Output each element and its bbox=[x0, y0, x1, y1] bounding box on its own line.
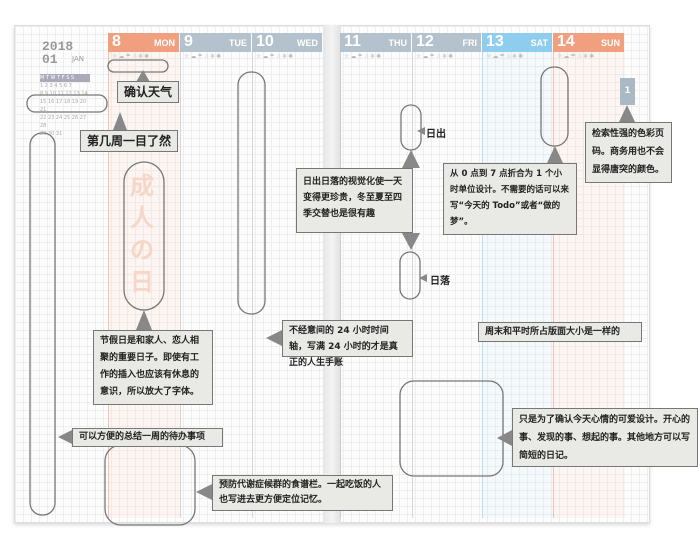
day-number: 13 bbox=[486, 33, 504, 50]
weather-icons[interactable]: ☼☁☂☃❄✱ bbox=[486, 53, 525, 60]
sunrise-label: 日出 bbox=[426, 129, 446, 140]
day-number: 9 bbox=[184, 33, 193, 50]
timeline-axis bbox=[252, 33, 253, 518]
weather-icons[interactable]: ☼☁☂☃❄✱ bbox=[416, 53, 455, 60]
annotation-color-tab: 检索性强的色彩页码。商务用也不会显得唐突的颜色。 bbox=[585, 122, 672, 183]
timeline-axis bbox=[340, 33, 341, 518]
day-name: TUE bbox=[229, 38, 247, 48]
weather-icons[interactable]: ☼☁☂☃❄✱ bbox=[557, 53, 596, 60]
sunrise-highlight bbox=[400, 104, 422, 151]
month: 01 bbox=[42, 52, 58, 67]
mini-row: 29 30 31 bbox=[40, 131, 63, 137]
sunset-label: 日落 bbox=[430, 276, 450, 287]
timeline-axis bbox=[482, 33, 483, 518]
week-highlight bbox=[26, 94, 108, 113]
mini-calendar: M T W T F S S 1 2 3 4 5 6 7 8 9 10 11 12… bbox=[40, 74, 90, 138]
day-number: 8 bbox=[112, 33, 121, 50]
weather-icons[interactable]: ☼☁☂☃❄✱ bbox=[256, 53, 295, 60]
annotation-weekend: 周末和平时所占版面大小是一样的 bbox=[478, 322, 642, 342]
day-header-tue: 9 TUE bbox=[180, 33, 251, 52]
day-name: MON bbox=[154, 38, 175, 48]
annotation-mood: 只是为了确认今天心情的可爱设计。开心的事、发现的事、想起的事。其他地方可以写简短… bbox=[512, 408, 698, 467]
todo-highlight bbox=[29, 132, 56, 516]
annotation-night-hours: 从 0 点到 7 点折合为 1 个小时单位设计。不需要的话可以来写“今天的 To… bbox=[443, 163, 577, 235]
day-number: 12 bbox=[416, 33, 434, 50]
night-hours-highlight bbox=[540, 66, 569, 147]
weather-icons[interactable]: ☼☁☂☃❄✱ bbox=[344, 53, 383, 60]
timeline-axis bbox=[180, 33, 181, 518]
day-header-mon: 8 MON bbox=[108, 33, 179, 52]
annotation-week: 第几周一目了然 bbox=[80, 130, 179, 152]
mood-highlight bbox=[399, 380, 504, 477]
weather-icons[interactable]: ☼☁☂☃❄✱ bbox=[184, 53, 223, 60]
year: 2018 bbox=[42, 39, 74, 54]
annotation-todo: 可以方便的总结一周的待办事项 bbox=[72, 428, 223, 447]
timeline-axis bbox=[553, 33, 554, 518]
mini-calendar-header: M T W T F S S bbox=[40, 74, 90, 82]
day-header-thu: 11 THU bbox=[340, 33, 411, 52]
day-number: 10 bbox=[256, 33, 274, 50]
mini-row: 8 9 10 11 12 13 14 bbox=[40, 91, 88, 97]
day-name: SAT bbox=[530, 38, 548, 48]
day-name: THU bbox=[388, 38, 408, 48]
sunset-highlight bbox=[399, 251, 421, 300]
weather-highlight bbox=[107, 59, 169, 73]
timeline-highlight bbox=[237, 71, 266, 315]
day-name: FRI bbox=[462, 38, 478, 48]
holiday-highlight bbox=[123, 161, 165, 311]
mini-row: 15 16 17 18 19 20 21 bbox=[40, 99, 87, 113]
book-spine bbox=[323, 25, 341, 523]
annotation-meals: 预防代谢症候群的食谱栏。一起吃饭的人也写进去更方便定位记忆。 bbox=[212, 475, 393, 511]
annotation-timeline: 不经意间的 24 小时时间轴，写满 24 小时的才是真正的人生手账 bbox=[282, 320, 413, 368]
holiday-name: 成人の日 bbox=[130, 172, 154, 296]
day-header-wed: 10 WED bbox=[252, 33, 322, 52]
day-name: SUN bbox=[600, 38, 620, 48]
day-header-sat: 13 SAT bbox=[482, 33, 552, 52]
page-tab[interactable]: 1 bbox=[620, 78, 635, 105]
mini-row: 22 23 24 25 26 27 28 bbox=[40, 115, 87, 129]
annotation-weather: 确认天气 bbox=[117, 81, 180, 103]
timeline-axis bbox=[412, 33, 413, 518]
day-header-sun: 14 SUN bbox=[553, 33, 624, 52]
day-header-fri: 12 FRI bbox=[412, 33, 481, 52]
annotation-sunrise-sunset: 日出日落的视觉化使一天变得更珍贵，冬至夏至四季交替也是很有趣 bbox=[296, 168, 413, 233]
day-name: WED bbox=[297, 38, 318, 48]
meals-highlight bbox=[104, 444, 196, 526]
timeline-axis bbox=[108, 33, 109, 518]
annotation-holiday: 节假日是和家人、恋人相聚的重要日子。即使有工作的插入也应该有休息的意识，所以放大… bbox=[93, 330, 213, 405]
weather-icons[interactable]: ☼☁☂☃❄✱ bbox=[112, 53, 151, 60]
month-name: JAN bbox=[72, 55, 84, 63]
day-number: 11 bbox=[344, 33, 361, 50]
mini-row: 1 2 3 4 5 6 7 bbox=[40, 83, 72, 89]
day-number: 14 bbox=[557, 33, 575, 50]
